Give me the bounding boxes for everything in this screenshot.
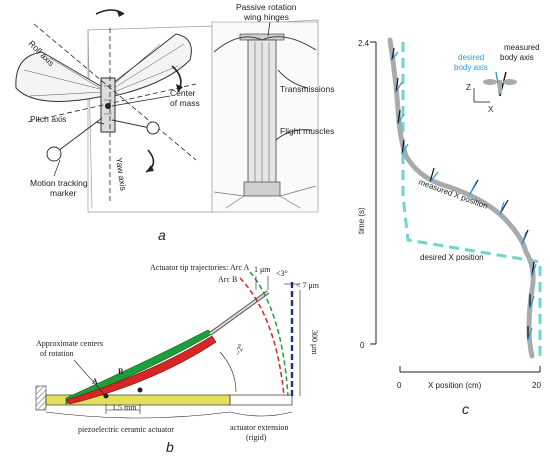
c-y-top: 2.4 bbox=[358, 39, 370, 48]
panel-b-letter: b bbox=[166, 439, 174, 455]
arc-b-trajectory bbox=[239, 277, 285, 397]
yaw-axis-label: Yaw axis bbox=[114, 157, 129, 191]
arc-a-trajectory bbox=[249, 271, 289, 397]
mm15-label: 1.5 mm bbox=[112, 403, 137, 412]
right-wing bbox=[111, 33, 192, 97]
tip-trajectories-label: Actuator tip trajectories: bbox=[150, 263, 228, 272]
centers-label-2: of rotation bbox=[40, 349, 74, 358]
center-b-dot bbox=[137, 387, 143, 393]
desired-position-label: desired X position bbox=[420, 253, 484, 262]
extension-label-1: actuator extension bbox=[230, 423, 288, 432]
clamp-wall bbox=[35, 385, 47, 411]
motion-tracking-markers bbox=[46, 117, 160, 162]
legend-insect-icon bbox=[483, 71, 517, 97]
seven-um-label: < 7 μm bbox=[296, 281, 320, 290]
center-a-dot bbox=[103, 393, 109, 399]
flight-muscles-leader bbox=[275, 129, 313, 141]
three-deg-label: <3° bbox=[276, 269, 288, 278]
300um-label: 300 μm bbox=[310, 330, 319, 355]
mini-z-label: Z bbox=[466, 83, 471, 92]
two-deg-label: ~2° bbox=[233, 343, 245, 357]
deflection-red bbox=[65, 335, 217, 405]
transmissions-label: Transmissions bbox=[280, 84, 334, 94]
measured-body-axis-label-2: body axis bbox=[500, 53, 534, 62]
panel-c-letter: c bbox=[462, 401, 469, 417]
measured-x-position-path bbox=[387, 37, 536, 359]
panel-a: Roll axis Pitch axis Yaw axis Center of … bbox=[15, 2, 334, 243]
point-a-label: A bbox=[92, 377, 98, 386]
panel-b: Actuator tip trajectories: Arc A Arc B 1… bbox=[35, 263, 320, 455]
transmissions-leader bbox=[277, 69, 309, 89]
pitch-axis-line bbox=[27, 83, 197, 123]
panel-a-letter: a bbox=[158, 227, 166, 243]
piezo-label: piezoelectric ceramic actuator bbox=[78, 425, 174, 434]
c-y-bottom: 0 bbox=[360, 341, 365, 350]
actuator-extension-bar bbox=[229, 394, 293, 406]
hinge-detail-inset bbox=[211, 21, 319, 213]
point-b-label: B bbox=[118, 367, 124, 376]
motion-marker-label-2: marker bbox=[50, 188, 77, 198]
flight-muscles-label: Flight muscles bbox=[280, 126, 334, 136]
extension-label-2: (rigid) bbox=[246, 433, 267, 442]
mini-x-label: X bbox=[488, 105, 494, 114]
panel-c: time (s) 2.4 0 0 20 X position (cm) desi… bbox=[357, 37, 542, 417]
marker-leader bbox=[53, 159, 61, 177]
body-axis-arrows bbox=[391, 47, 537, 341]
center-of-mass-label-2: of mass bbox=[170, 98, 200, 108]
center-of-mass-dot bbox=[105, 103, 111, 109]
desired-body-axis-label-1: desired bbox=[458, 53, 484, 62]
pitch-axis-label: Pitch axis bbox=[30, 114, 66, 124]
c-x-left: 0 bbox=[397, 381, 402, 390]
measured-position-label: measured X position bbox=[417, 177, 489, 210]
yaw-rotation-arrow bbox=[95, 9, 125, 15]
desired-body-axis-label-2: body axis bbox=[454, 63, 488, 72]
motion-marker-label-1: Motion tracking bbox=[30, 178, 88, 188]
left-wing bbox=[15, 51, 105, 102]
wing-hinges-label-2: wing hinges bbox=[243, 12, 289, 22]
center-of-mass-label-1: Center bbox=[170, 88, 196, 98]
roll-axis-line bbox=[33, 23, 197, 161]
center-of-mass-leader bbox=[111, 95, 171, 107]
centers-label-1: Approximate centers bbox=[36, 339, 103, 348]
dimension-lines bbox=[45, 276, 301, 419]
c-x-label: X position (cm) bbox=[428, 381, 482, 390]
one-um-label: 1 μm bbox=[254, 265, 271, 274]
measured-body-axis-label-1: measured bbox=[504, 43, 540, 52]
arc-b-label: Arc B bbox=[218, 275, 237, 284]
legend-mini-axes bbox=[473, 88, 490, 103]
c-x-right: 20 bbox=[532, 381, 541, 390]
arc-a-label: Arc A bbox=[230, 263, 250, 272]
c-y-label: time (s) bbox=[357, 207, 366, 234]
wing-hinges-label-1: Passive rotation bbox=[236, 2, 297, 12]
